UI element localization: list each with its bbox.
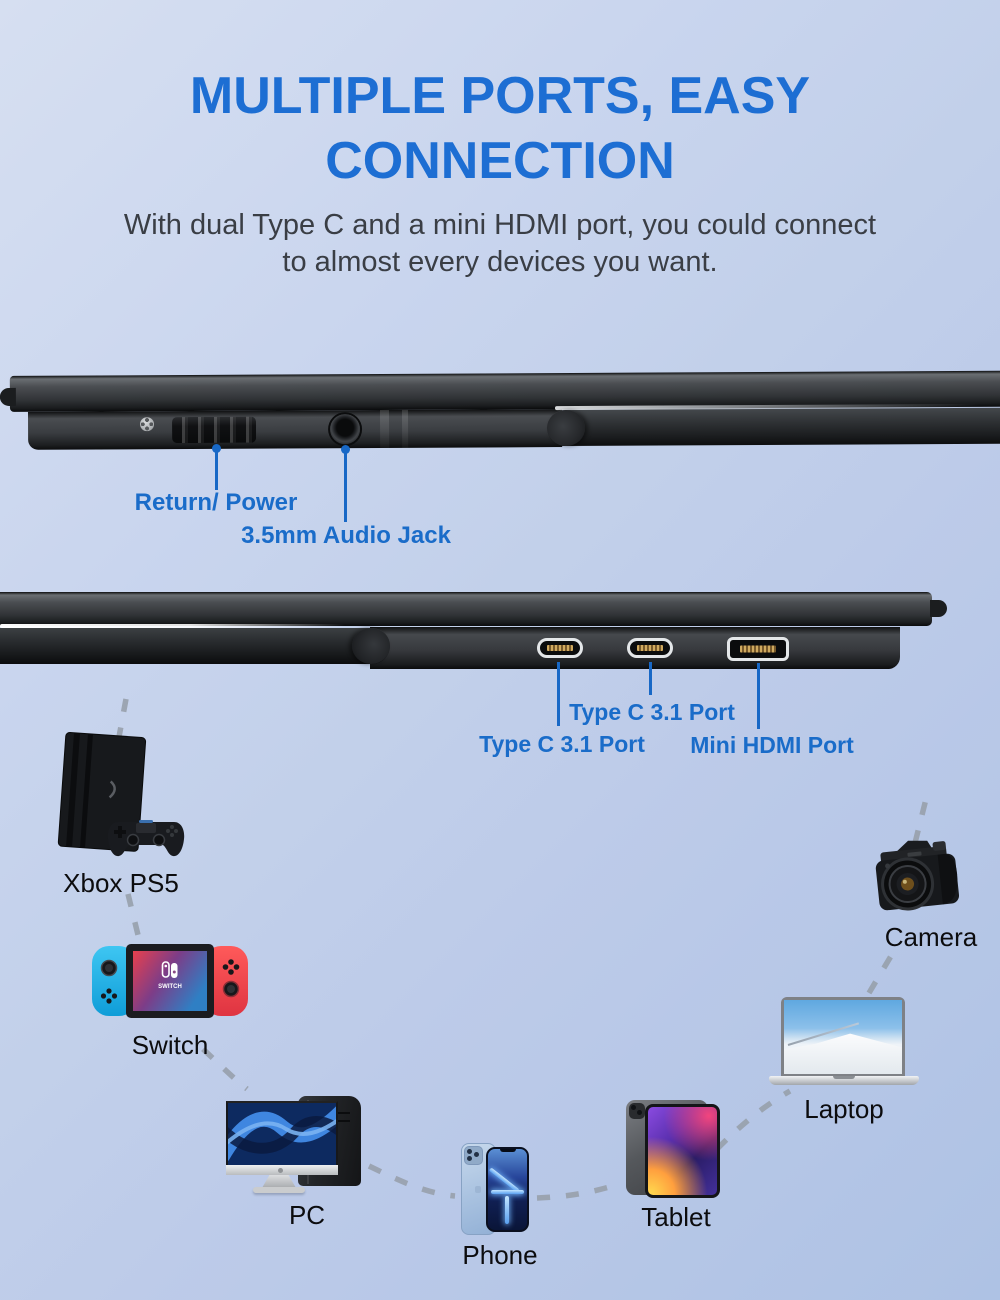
callout-line [757, 663, 760, 729]
monitor-screen-edge [0, 592, 932, 626]
dslr-camera-icon [875, 840, 960, 911]
port-pins [740, 645, 776, 653]
device-label: Phone [462, 1240, 538, 1270]
return-power-wheel [172, 416, 257, 444]
device-switch: SWITCH Switch [82, 944, 258, 1060]
phone-front-icon [486, 1147, 529, 1232]
monitor-hinge-bar [546, 407, 1000, 447]
hinge-end-cap [546, 409, 586, 447]
nintendo-switch-icon: SWITCH [92, 944, 248, 1018]
device-label: Xbox PS5 [63, 868, 179, 898]
device-label: Tablet [641, 1202, 711, 1232]
device-label: Laptop [804, 1094, 884, 1124]
device-tablet: Tablet [622, 1096, 730, 1232]
usb-c-port-2 [627, 638, 673, 658]
desktop-monitor-icon [226, 1101, 338, 1167]
callout-line [344, 449, 347, 522]
tablet-front-icon [645, 1104, 720, 1198]
switch-logo: SWITCH [158, 961, 182, 990]
callout-line [557, 662, 560, 726]
callout-return-power: Return/ Power [134, 489, 298, 516]
phone-notch [500, 1149, 516, 1152]
page-title: MULTIPLE PORTS, EASY CONNECTION [0, 64, 1000, 194]
tablet-camera-module [629, 1103, 645, 1119]
abstract-blue-wallpaper [228, 1103, 336, 1165]
device-label: Camera [884, 922, 978, 952]
monitor-base [253, 1187, 305, 1193]
screw-icon [140, 417, 155, 432]
dune-wallpaper [784, 1000, 902, 1074]
reflection-streak [401, 409, 409, 448]
monitor-stand [262, 1175, 296, 1188]
monitor-base-edge [27, 409, 563, 450]
device-laptop: Laptop [766, 994, 922, 1126]
device-pc: PC [222, 1092, 392, 1232]
title-line-1: MULTIPLE PORTS, EASY [189, 67, 811, 125]
device-camera: Camera [860, 836, 990, 954]
usb-c-port-1 [537, 638, 583, 658]
port-pins [547, 645, 573, 651]
logo-mark [475, 1186, 481, 1193]
monitor-side-view-bottom [0, 590, 1000, 680]
device-game-console: Xbox PS5 [48, 730, 194, 900]
callout-type-c-right: Type C 3.1 Port [569, 699, 735, 725]
device-phone: Phone [455, 1140, 545, 1270]
subtitle-line-1: With dual Type C and a mini HDMI port, y… [123, 209, 877, 241]
callout-audio-jack: 3.5mm Audio Jack [241, 522, 451, 549]
hinge-end-cap [352, 628, 390, 664]
page-subtitle: With dual Type C and a mini HDMI port, y… [0, 207, 1000, 281]
laptop-base [769, 1076, 919, 1085]
subtitle-line-2: to almost every devices you want. [282, 246, 718, 278]
laptop-lid-notch [833, 1076, 855, 1079]
port-pins [637, 645, 663, 651]
monitor-corner-knob [0, 387, 16, 407]
monitor-corner-knob [930, 600, 947, 617]
game-controller [107, 820, 185, 857]
title-line-2: CONNECTION [325, 132, 675, 190]
callout-mini-hdmi: Mini HDMI Port [690, 732, 854, 758]
callout-type-c-left: Type C 3.1 Port [479, 731, 645, 757]
device-label: PC [288, 1200, 326, 1230]
monitor-chin [226, 1165, 338, 1175]
callout-line [649, 662, 652, 695]
phone-camera-module [464, 1146, 483, 1165]
game-console-with-controller-icon [57, 731, 185, 857]
mini-hdmi-port [727, 637, 789, 661]
monitor-side-view-top [0, 369, 1000, 459]
callout-line [215, 448, 218, 490]
svg-text:SWITCH: SWITCH [158, 984, 182, 990]
device-label: Switch [131, 1030, 209, 1060]
audio-jack-port [329, 414, 361, 445]
hinge-highlight [0, 624, 345, 628]
reflection-streak [379, 409, 390, 449]
laptop-screen-icon [781, 997, 905, 1077]
monitor-hinge-bar [0, 628, 390, 664]
logo-dot [278, 1168, 283, 1173]
